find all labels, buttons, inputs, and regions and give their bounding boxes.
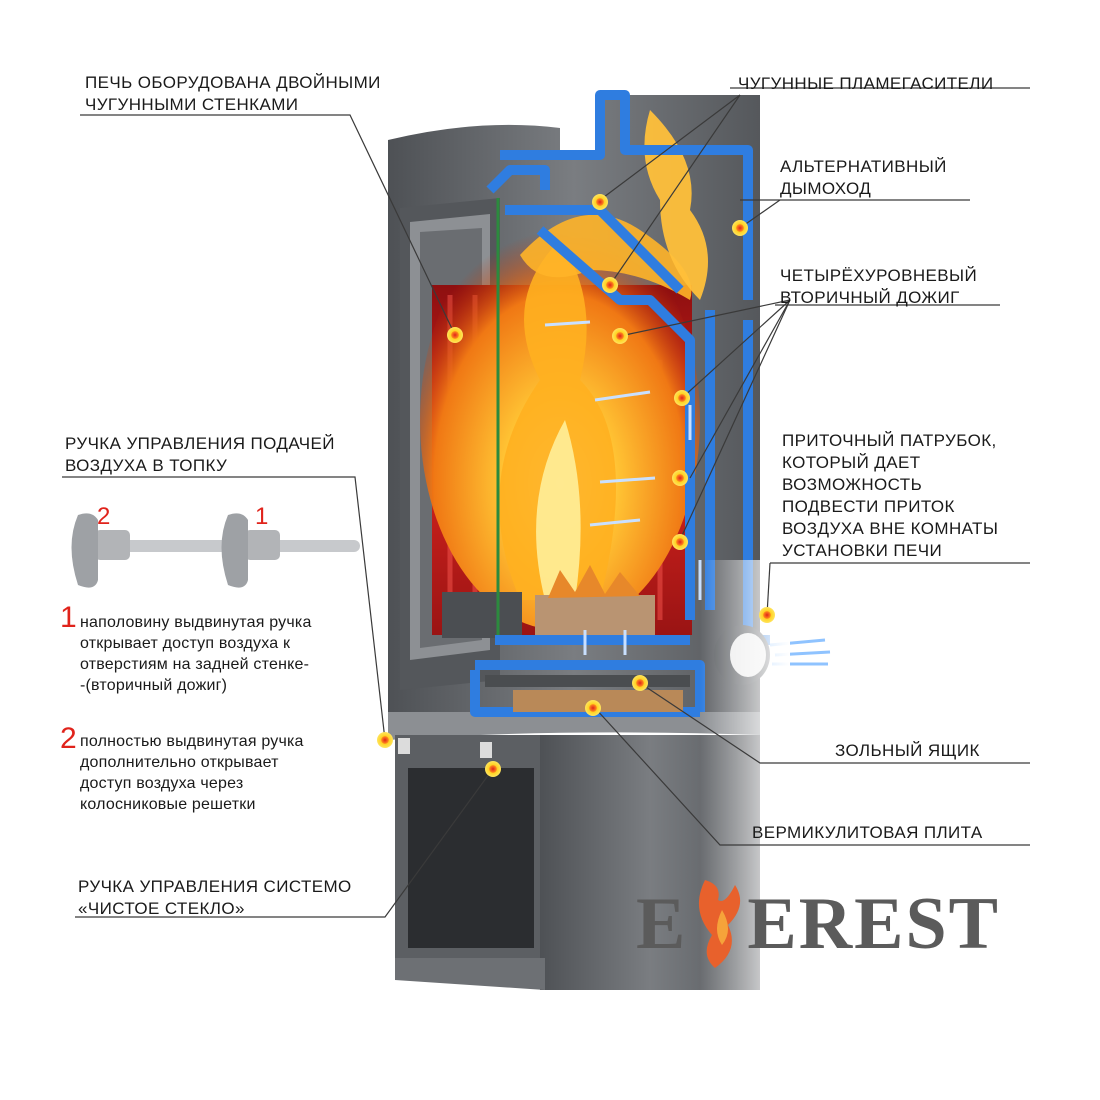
label-double-walls: ПЕЧЬ ОБОРУДОВАНА ДВОЙНЫМИ ЧУГУННЫМИ СТЕН… <box>85 72 381 116</box>
position-2-description: полностью выдвинутая ручка дополнительно… <box>80 731 304 815</box>
label-alt-chimney-line1: АЛЬТЕРНАТИВНЫЙ <box>780 157 947 176</box>
label-secondary-burn-line2: ВТОРИЧНЫЙ ДОЖИГ <box>780 288 960 307</box>
logo-rest-text: EREST <box>747 883 1001 965</box>
label-inlet-pipe-line3: ВОЗМОЖНОСТЬ <box>782 475 923 494</box>
position-1-description: наполовину выдвинутая ручка открывает до… <box>80 612 312 696</box>
label-inlet-pipe-line1: ПРИТОЧНЫЙ ПАТРУБОК, <box>782 431 997 450</box>
label-double-walls-line2: ЧУГУННЫМИ СТЕНКАМИ <box>85 95 299 114</box>
label-alt-chimney-line2: ДЫМОХОД <box>780 179 872 198</box>
label-ash-box: ЗОЛЬНЫЙ ЯЩИК <box>835 741 980 760</box>
position-1-line1: наполовину выдвинутая ручка <box>80 614 312 631</box>
leader-lines <box>62 87 1030 918</box>
position-1-line3: отверстиям на задней стенке- <box>80 656 310 673</box>
logo-flame-letter: V <box>687 908 747 988</box>
label-vermiculite: ВЕРМИКУЛИТОВАЯ ПЛИТА <box>752 823 983 842</box>
position-2-line1: полностью выдвинутая ручка <box>80 733 304 750</box>
position-1-line2: открывает доступ воздуха к <box>80 635 291 652</box>
label-clean-glass-line1: РУЧКА УПРАВЛЕНИЯ СИСТЕМО <box>78 877 352 896</box>
vermiculite-plate-shape <box>513 690 683 712</box>
position-1-line4: -(вторичный дожиг) <box>80 677 228 694</box>
air-handle-illustration <box>71 513 360 588</box>
marker-dots <box>377 194 775 777</box>
brand-logo: EVEREST <box>636 884 1000 988</box>
position-1-number: 1 <box>60 601 77 634</box>
logo-letter-e: E <box>636 883 688 965</box>
label-inlet-pipe: ПРИТОЧНЫЙ ПАТРУБОК, КОТОРЫЙ ДАЕТ ВОЗМОЖН… <box>782 430 998 562</box>
label-clean-glass-line2: «ЧИСТОЕ СТЕКЛО» <box>78 899 245 918</box>
position-2-line2: дополнительно открывает <box>80 754 279 771</box>
label-clean-glass: РУЧКА УПРАВЛЕНИЯ СИСТЕМО «ЧИСТОЕ СТЕКЛО» <box>78 876 352 920</box>
label-inlet-pipe-line5: ВОЗДУХА ВНЕ КОМНАТЫ <box>782 519 999 538</box>
position-2-line4: колосниковые решетки <box>80 796 256 813</box>
label-air-handle-line1: РУЧКА УПРАВЛЕНИЯ ПОДАЧЕЙ <box>65 434 335 453</box>
label-alt-chimney: АЛЬТЕРНАТИВНЫЙ ДЫМОХОД <box>780 156 947 200</box>
handle-position-2-number: 2 <box>97 503 111 530</box>
label-double-walls-line1: ПЕЧЬ ОБОРУДОВАНА ДВОЙНЫМИ <box>85 73 381 92</box>
label-secondary-burn-line1: ЧЕТЫРЁХУРОВНЕВЫЙ <box>780 266 978 285</box>
label-air-handle-line2: ВОЗДУХА В ТОПКУ <box>65 456 228 475</box>
label-secondary-burn: ЧЕТЫРЁХУРОВНЕВЫЙ ВТОРИЧНЫЙ ДОЖИГ <box>780 265 977 309</box>
label-air-handle: РУЧКА УПРАВЛЕНИЯ ПОДАЧЕЙ ВОЗДУХА В ТОПКУ <box>65 433 335 477</box>
label-inlet-pipe-line6: УСТАНОВКИ ПЕЧИ <box>782 541 943 560</box>
handle-position-1-number: 1 <box>255 503 269 530</box>
logo-flame-icon <box>698 880 741 968</box>
firebox <box>420 110 708 640</box>
label-inlet-pipe-line2: КОТОРЫЙ ДАЕТ <box>782 453 921 472</box>
label-flame-guards: ЧУГУННЫЕ ПЛАМЕГАСИТЕЛИ <box>738 74 994 93</box>
position-2-line3: доступ воздуха через <box>80 775 244 792</box>
position-2-number: 2 <box>60 722 77 755</box>
label-inlet-pipe-line4: ПОДВЕСТИ ПРИТОК <box>782 497 955 516</box>
